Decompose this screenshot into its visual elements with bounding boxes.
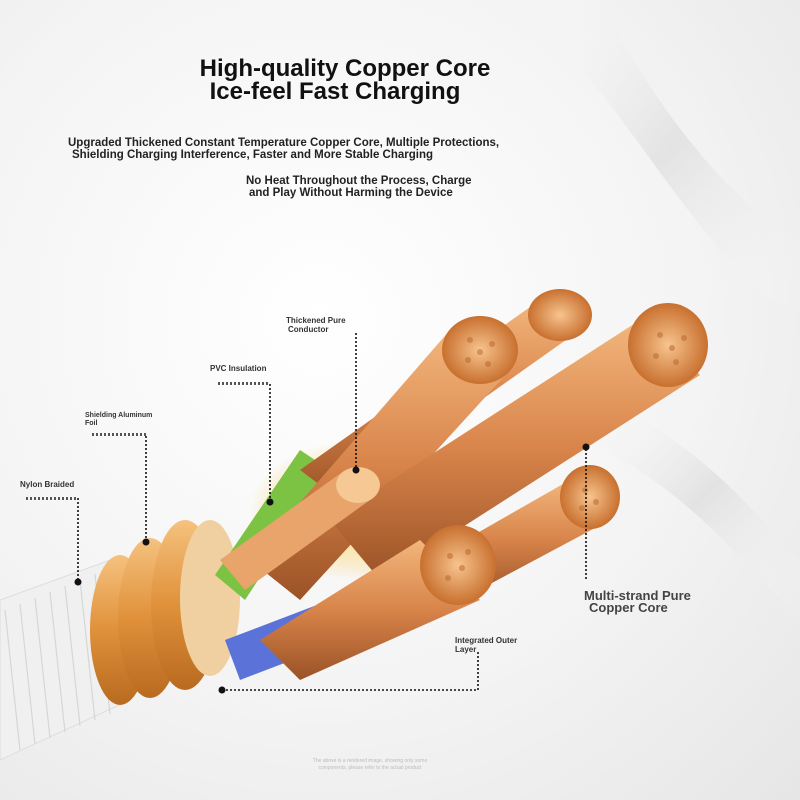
strand-pattern <box>445 332 687 581</box>
feature-note-line-1: No Heat Throughout the Process, Charge <box>246 175 472 187</box>
footnote-line-2: components, please refer to the actual p… <box>318 765 422 771</box>
label-multi-strand: Multi-strand Pure Copper Core <box>584 588 691 615</box>
label-multi-line-1: Multi-strand Pure <box>584 588 691 603</box>
label-conductor-line-2: Conductor <box>288 325 329 334</box>
label-multi-line-2: Copper Core <box>589 600 668 615</box>
leader-lines <box>77 333 587 691</box>
footnote-line-1: The above is a rendered image, showing o… <box>312 758 428 764</box>
subtitle: Upgraded Thickened Constant Temperature … <box>68 137 628 161</box>
integrated-outer-layer <box>90 520 240 705</box>
headline-line-1: High-quality Copper Core <box>199 55 491 82</box>
disclaimer-footnote: The above is a rendered image, showing o… <box>270 758 470 772</box>
feature-note-line-2: and Play Without Harming the Device <box>249 187 453 199</box>
label-thickened-conductor: Thickened Pure Conductor <box>286 316 346 334</box>
headline-line-2: Ice-feel Fast Charging <box>209 78 461 105</box>
label-foil-line-2: Foil <box>85 420 98 427</box>
label-conductor-line-1: Thickened Pure <box>286 316 346 325</box>
label-outer-line-2: Layer <box>455 645 477 654</box>
label-integrated-outer: Integrated Outer Layer <box>455 636 517 654</box>
label-shielding-foil: Shielding Aluminum Foil <box>85 412 152 428</box>
label-pvc-insulation: PVC Insulation <box>210 364 267 373</box>
label-underline-foil <box>92 433 146 436</box>
label-underline-nylon <box>26 497 78 500</box>
label-nylon-braided: Nylon Braided <box>20 480 75 489</box>
leader-dots <box>74 443 590 694</box>
feature-note: No Heat Throughout the Process, Charge a… <box>246 175 546 199</box>
label-outer-line-1: Integrated Outer <box>455 636 518 645</box>
label-underline-pvc <box>218 382 270 385</box>
copper-core-bundles <box>220 289 708 680</box>
label-foil-line-1: Shielding Aluminum <box>85 412 153 419</box>
subtitle-line-2: Shielding Charging Interference, Faster … <box>72 149 434 161</box>
subtitle-line-1: Upgraded Thickened Constant Temperature … <box>68 137 500 149</box>
